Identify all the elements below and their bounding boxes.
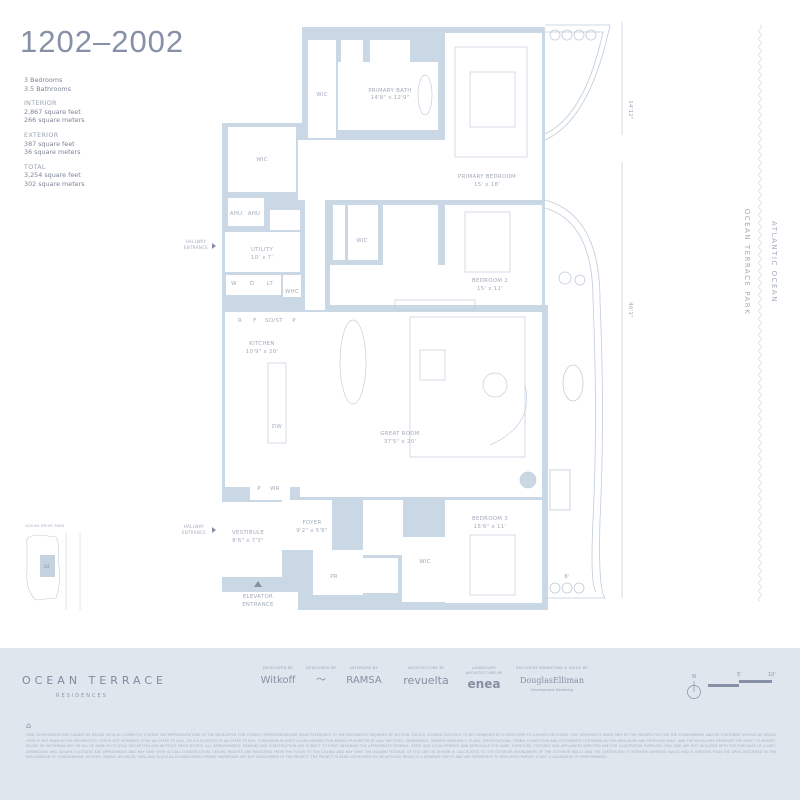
elevator-entrance-label-2: ENTRANCE (242, 602, 274, 608)
primary-bedroom-dim: 15' x 18' (474, 182, 500, 188)
wic-label: WIC (356, 238, 368, 244)
bedroom3-label: BEDROOM 3 (472, 516, 508, 522)
interior-sqft: 2,867 square feet (24, 107, 81, 116)
primary-bath-dim: 14'8" x 12'9" (370, 95, 409, 101)
vestibule-dim: 8'6" x 7'3" (232, 538, 264, 544)
svg-text:N: N (692, 674, 696, 680)
washer-label: W (231, 281, 237, 287)
exterior-sqm: 36 square meters (24, 148, 81, 157)
hallway-entrance-top-2: ENTRANCE (184, 245, 208, 250)
great-room-label: GREAT ROOM (380, 431, 420, 437)
kitchen-p2: P (257, 486, 261, 492)
powder-room-label: PR (330, 574, 338, 580)
kitchen-label: KITCHEN (249, 341, 274, 347)
bathrooms-count: 3.5 Bathrooms (24, 84, 71, 93)
partner-logo-developer: DEVELOPED BY〜 (306, 666, 337, 686)
bedrooms-count: 3 Bedrooms (24, 76, 63, 84)
wic-label: WIC (316, 92, 328, 98)
laundry-tub-label: LT (267, 281, 274, 287)
exterior-heading: EXTERIOR (24, 130, 59, 139)
key-plan: OCEAN DRIVE PARK 02 (25, 524, 81, 610)
unit-number-title: 1202–2002 (20, 24, 185, 59)
kitchen-f: F (253, 318, 256, 324)
scale-bar: 5' 10' (708, 668, 778, 698)
elevator-entrance-label: ELEVATOR (243, 594, 273, 600)
kitchen-so-st: SO/ST (265, 318, 283, 324)
kitchen-r: R (238, 318, 242, 324)
north-arrow-icon: N (687, 674, 701, 699)
hallway-entrance-bottom-2: ENTRANCE (182, 530, 206, 535)
legal-disclaimer: ORAL REPRESENTATIONS CANNOT BE RELIED UP… (26, 733, 776, 760)
equal-housing-icon: ⌂ (26, 721, 32, 730)
terrace (544, 24, 611, 599)
dimension-upper: 14'12" (627, 100, 633, 119)
ahu-label: AHU (230, 211, 243, 217)
primary-bath-label: PRIMARY BATH (368, 88, 411, 94)
total-heading: TOTAL (24, 162, 46, 171)
floor-plan: 14'12" 46'1" 8' ATLANTIC OCEAN OCEAN TER… (25, 22, 778, 610)
exterior-sqft: 387 square feet (24, 139, 75, 148)
bedroom3-dim: 15'6" x 11' (474, 524, 507, 530)
total-sqft: 3,254 square feet (24, 171, 81, 180)
total-sqm: 302 square meters (24, 179, 85, 188)
wic-label: WIC (256, 157, 268, 163)
ocean-terrace-park-label: OCEAN TERRACE PARK (743, 209, 751, 315)
keyplan-unit: 02 (44, 564, 50, 569)
brand-subtitle: RESIDENCES (56, 693, 108, 699)
kitchen-wr: WR (270, 486, 280, 492)
interior-sqm: 266 square meters (24, 116, 85, 125)
ocean-wave-line (758, 24, 762, 602)
interior-heading: INTERIOR (24, 99, 57, 108)
entrance-arrow-icon (212, 243, 216, 249)
atlantic-ocean-label: ATLANTIC OCEAN (770, 221, 778, 303)
wic-label: WIC (419, 559, 431, 565)
vestibule-label: VESTIBULE (232, 530, 264, 536)
hallway-entrance-bottom: HALLWAY (184, 524, 205, 529)
bedroom2-dim: 15' x 11' (477, 286, 503, 292)
elevator-arrow-icon (254, 581, 262, 587)
ahu-label: AHU (248, 211, 261, 217)
furniture (267, 46, 537, 596)
dimension-lower: 46'1" (627, 302, 633, 318)
whc-label: WHC (285, 289, 299, 295)
foyer-dim: 9'2" x 5'6" (296, 528, 328, 534)
entrance-arrow-icon (212, 527, 216, 533)
brand-logo: OCEAN TERRACE (22, 674, 168, 687)
unit-stats: 3 Bedrooms 3.5 Bathrooms INTERIOR 2,867 … (24, 76, 85, 189)
utility-label: UTILITY (251, 247, 274, 253)
kitchen-p: P (292, 318, 296, 324)
hallway-entrance-top: HALLWAY (186, 239, 207, 244)
primary-bedroom-label: PRIMARY BEDROOM (458, 174, 516, 180)
kitchen-dim: 10'9" x 20' (246, 349, 279, 355)
utility-dim: 10' x 7' (251, 255, 273, 261)
great-room-dim: 37'5" x 20' (384, 439, 417, 445)
bedroom2-label: BEDROOM 2 (472, 278, 508, 284)
rooms (222, 33, 542, 603)
foyer-label: FOYER (303, 520, 322, 526)
keyplan-top-label: OCEAN DRIVE PARK (25, 524, 65, 528)
dryer-label: D (250, 281, 254, 287)
kitchen-dw: DW (272, 424, 282, 430)
dimension-terrace: 8' (564, 574, 570, 580)
